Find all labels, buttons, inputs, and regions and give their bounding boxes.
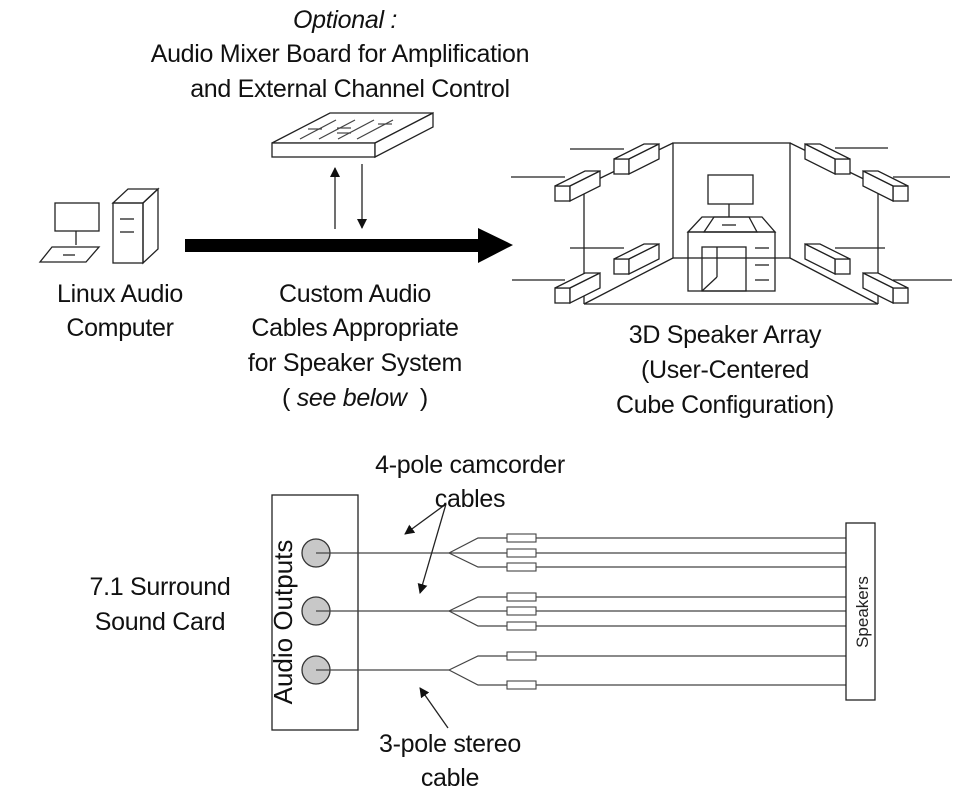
mixer-title-line1: Audio Mixer Board for Amplification <box>150 40 530 68</box>
cable-plug <box>506 651 537 661</box>
cables-label-line2: Cables Appropriate <box>251 314 459 342</box>
speakers-label: Speakers <box>853 576 872 648</box>
callout-arrow-stereo <box>419 687 449 729</box>
speaker-box-icon <box>511 169 601 203</box>
cable-plug <box>506 680 537 690</box>
audio-outputs-label: Audio Outputs <box>268 540 298 705</box>
cable-plug <box>506 592 537 602</box>
speaker-room-illustration <box>583 142 879 305</box>
speaker-array-label-line1: 3D Speaker Array <box>628 321 822 349</box>
speaker-box-icon <box>804 242 885 276</box>
speaker-box-icon <box>512 271 601 305</box>
computer-label-line2: Computer <box>66 314 174 342</box>
mixer-optional-label: Optional : <box>292 6 397 34</box>
speaker-array-label-line3: Cube Configuration) <box>615 391 835 419</box>
desk-icon <box>686 174 777 292</box>
cable-plug <box>506 562 537 572</box>
cables-label-line3: for Speaker System <box>247 349 463 377</box>
speaker-box-icon <box>862 169 950 203</box>
computer-label-line1: Linux Audio <box>57 280 183 308</box>
sound-card-label-line2: Sound Card <box>94 608 226 636</box>
stereo-callout-line2: cable <box>420 764 480 792</box>
camcorder-callout-line2: cables <box>434 485 506 513</box>
speaker-box-icon <box>804 142 888 176</box>
cable-plug <box>506 606 537 616</box>
cables-label-line1: Custom Audio <box>278 280 432 308</box>
cable <box>316 592 846 631</box>
cable-plug <box>506 533 537 543</box>
speakers-bar <box>845 522 876 701</box>
paren-open: ( <box>282 384 291 412</box>
mixer-board-icon <box>271 111 434 159</box>
cable-bundle <box>316 533 846 690</box>
computer-icon <box>38 187 160 265</box>
paren-close: ) <box>419 384 428 412</box>
cables-see-below: ( see below ) <box>225 381 485 415</box>
speaker-array-label-line2: (User-Centered <box>640 356 810 384</box>
callout-arrow-camcorder-1 <box>404 503 447 535</box>
cable <box>316 533 846 572</box>
sound-card-box <box>271 494 359 731</box>
cable-plug <box>506 621 537 631</box>
camcorder-callout-line1: 4-pole camcorder <box>375 451 565 479</box>
callout-arrow-camcorder-2 <box>417 503 447 594</box>
see-below-link: see below <box>296 384 407 412</box>
cable-plug <box>506 548 537 558</box>
room-speakers <box>511 142 952 305</box>
cable <box>316 651 846 690</box>
speaker-box-icon <box>862 271 952 305</box>
speaker-box-icon <box>570 142 660 176</box>
stereo-callout-line1: 3-pole stereo <box>378 730 522 758</box>
mixer-title-line2: and External Channel Control <box>190 75 510 103</box>
sound-card-label-line1: 7.1 Surround <box>89 573 231 601</box>
speaker-box-icon <box>570 242 660 276</box>
tower-icon <box>111 187 160 265</box>
signal-flow-arrow <box>185 228 513 263</box>
keyboard-icon <box>38 246 101 263</box>
monitor-icon <box>54 202 100 232</box>
